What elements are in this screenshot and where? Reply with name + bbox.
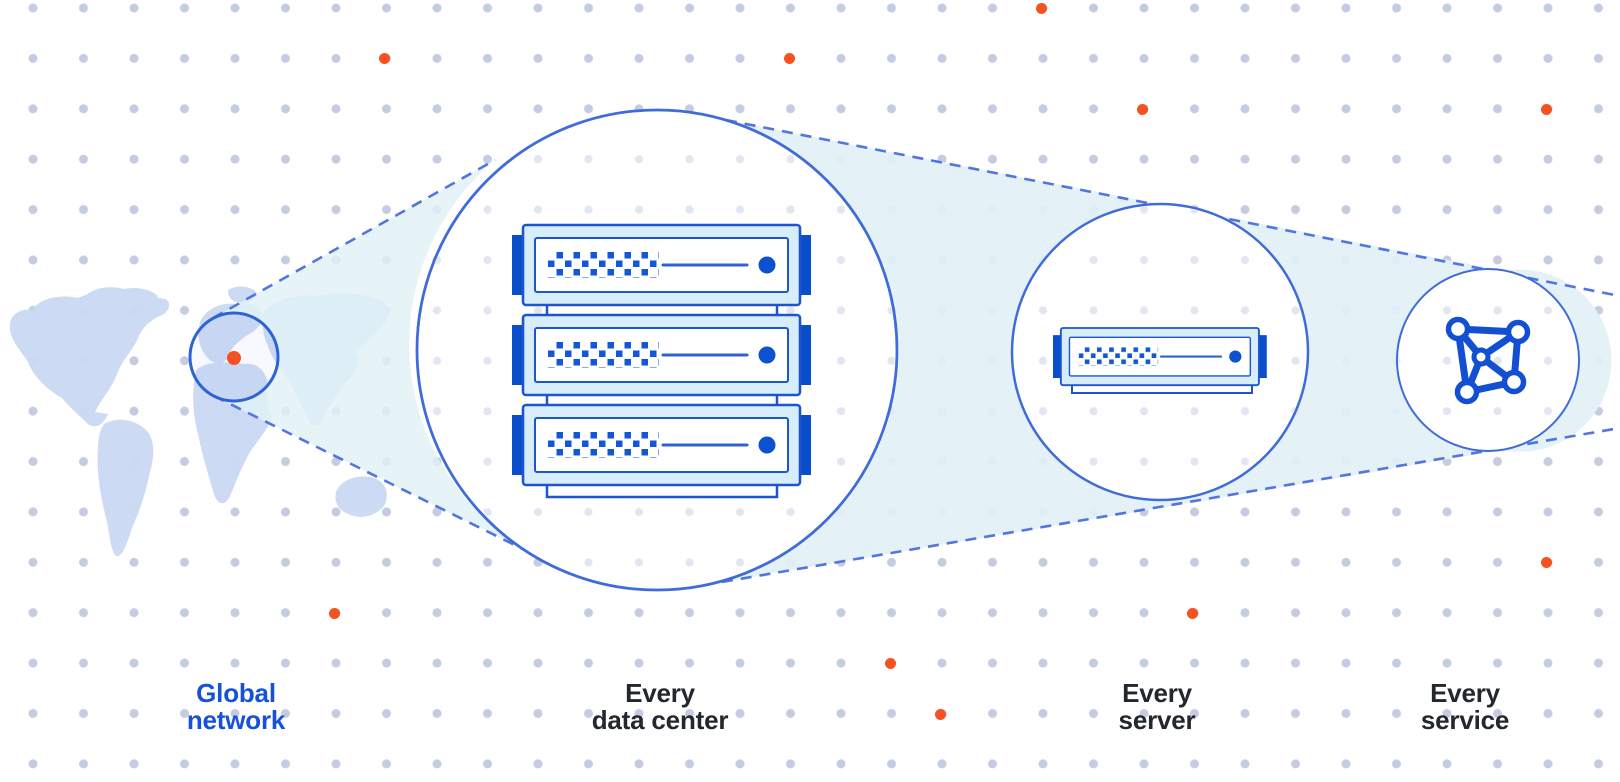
zoom-dashed-lines	[212, 118, 1620, 584]
dashed-line-lower-left	[213, 394, 546, 562]
service-circle	[1396, 268, 1580, 452]
accent-dot	[1540, 103, 1552, 115]
accent-dot	[1035, 2, 1047, 14]
rack-server-2	[510, 313, 813, 397]
label-line: Every	[1122, 678, 1192, 708]
net-node-br	[1501, 369, 1527, 395]
accent-dot	[1186, 607, 1198, 619]
map-zoom-origin	[188, 311, 280, 403]
label-line: Every	[625, 678, 695, 708]
net-node-bl	[1454, 379, 1480, 405]
map-location-dot	[227, 351, 241, 365]
map-north-america	[9, 290, 170, 427]
label-line: Global	[196, 678, 276, 708]
label-line: Every	[1430, 678, 1500, 708]
label-line: data center	[591, 705, 729, 735]
map-australia	[335, 476, 387, 517]
data-center-circle	[415, 108, 899, 592]
label-every-server: Every server	[1119, 680, 1196, 734]
label-every-service: Every service	[1421, 680, 1509, 734]
accent-dot	[884, 657, 896, 669]
map-south-america	[97, 419, 154, 557]
single-server-icon	[1051, 326, 1268, 394]
accent-dot	[378, 52, 390, 64]
accent-dot	[1540, 556, 1552, 568]
label-global-network: Global network	[187, 680, 285, 734]
server-circle	[1010, 202, 1310, 502]
dashed-line-upper-left	[212, 158, 496, 320]
accent-dot	[328, 607, 340, 619]
rack-server-1	[510, 223, 813, 307]
label-line: server	[1118, 705, 1196, 735]
server-rack-stack-icon	[510, 223, 813, 499]
zoom-cone-left	[213, 160, 545, 560]
net-node-tl	[1445, 316, 1471, 342]
label-every-data-center: Every data center	[592, 680, 729, 734]
label-line: service	[1420, 705, 1510, 735]
accent-dot	[1136, 103, 1148, 115]
accent-dot	[783, 52, 795, 64]
net-node-tr	[1505, 319, 1531, 345]
label-line: network	[186, 705, 286, 735]
network-graph-icon	[1445, 316, 1531, 405]
net-node-center	[1471, 347, 1491, 367]
single-server	[1051, 326, 1268, 387]
rack-server-3	[510, 403, 813, 487]
accent-dot	[934, 708, 946, 720]
